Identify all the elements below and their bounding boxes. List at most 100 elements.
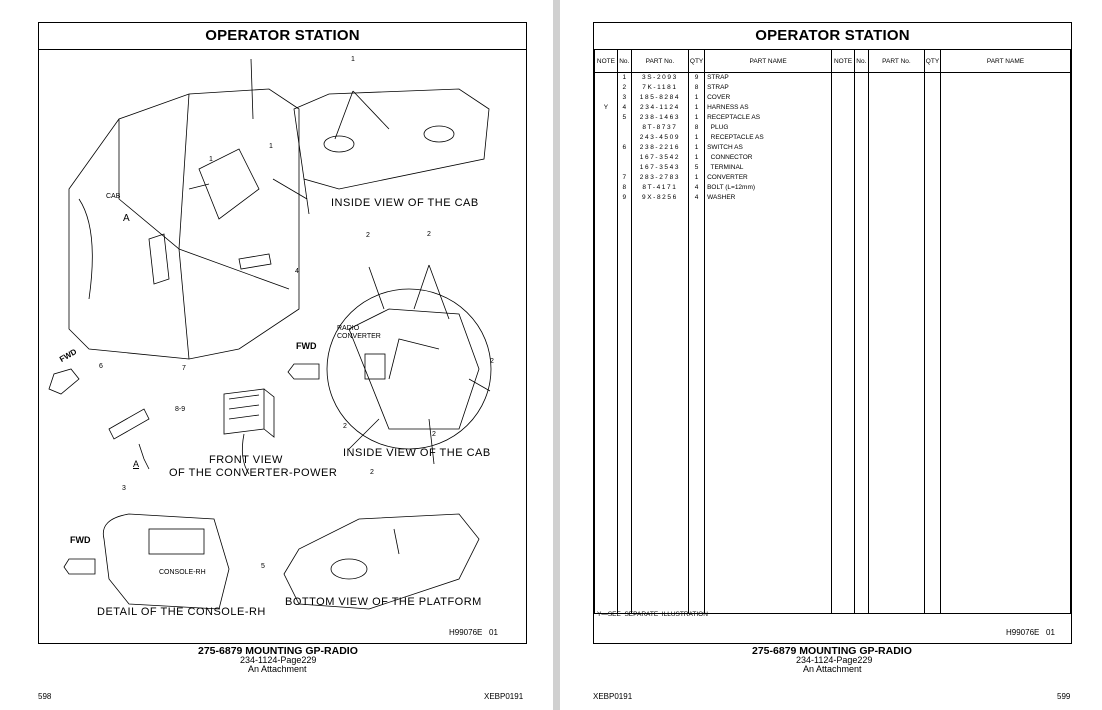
cell-empty bbox=[867, 253, 926, 263]
cell-empty bbox=[831, 523, 855, 533]
cell-qty: 1 bbox=[688, 133, 706, 143]
cell-empty bbox=[867, 223, 926, 233]
cell-no bbox=[616, 123, 632, 133]
cell-empty bbox=[594, 353, 618, 363]
cell-empty bbox=[630, 353, 690, 363]
callout-2a: 2 bbox=[366, 232, 370, 239]
cell-empty bbox=[853, 333, 869, 343]
cell-empty bbox=[630, 393, 690, 403]
cell-empty bbox=[939, 523, 1072, 533]
table-row-empty bbox=[594, 573, 1072, 583]
cell-empty bbox=[616, 223, 632, 233]
cell-empty bbox=[867, 83, 926, 93]
cell-empty bbox=[831, 423, 855, 433]
cell-empty bbox=[630, 523, 690, 533]
cell-empty bbox=[630, 533, 690, 543]
cell-empty bbox=[704, 233, 833, 243]
cell-empty bbox=[853, 533, 869, 543]
cell-empty bbox=[939, 413, 1072, 423]
cell-name: STRAP bbox=[704, 83, 833, 93]
cell-empty bbox=[831, 483, 855, 493]
caption-inside-cab-2: INSIDE VIEW OF THE CAB bbox=[343, 447, 491, 459]
table-row-empty bbox=[594, 603, 1072, 614]
cell-empty bbox=[831, 553, 855, 563]
cell-empty bbox=[867, 603, 926, 614]
cell-empty bbox=[630, 293, 690, 303]
cell-empty bbox=[594, 603, 618, 614]
cell-empty bbox=[939, 603, 1072, 614]
cell-part: 283-2783 bbox=[630, 173, 690, 183]
cab-label: CAB bbox=[106, 193, 121, 200]
cell-name: BOLT (L=12mm) bbox=[704, 183, 833, 193]
col-no-2: No. bbox=[853, 49, 869, 73]
cell-empty bbox=[831, 193, 855, 203]
cell-empty bbox=[594, 443, 618, 453]
cell-empty bbox=[594, 483, 618, 493]
illustration-id: H99076E 01 bbox=[1006, 628, 1055, 637]
cell-empty bbox=[853, 243, 869, 253]
cell-empty bbox=[924, 273, 941, 283]
cell-no: 6 bbox=[616, 143, 632, 153]
cell-empty bbox=[616, 593, 632, 603]
cell-no: 9 bbox=[616, 193, 632, 203]
cell-empty bbox=[688, 523, 706, 533]
cell-empty bbox=[594, 393, 618, 403]
table-row-empty bbox=[594, 483, 1072, 493]
cell-qty: 1 bbox=[688, 113, 706, 123]
cell-qty: 4 bbox=[688, 193, 706, 203]
cell-empty bbox=[630, 383, 690, 393]
cell-empty bbox=[594, 223, 618, 233]
table-row-empty bbox=[594, 303, 1072, 313]
cell-empty bbox=[867, 383, 926, 393]
cell-empty bbox=[688, 353, 706, 363]
cell-empty bbox=[831, 453, 855, 463]
fwd-label-2: FWD bbox=[296, 341, 317, 351]
doc-code: XEBP0191 bbox=[593, 692, 633, 701]
cell-empty bbox=[867, 403, 926, 413]
cell-note: Y bbox=[594, 103, 618, 113]
table-row-empty bbox=[594, 293, 1072, 303]
cell-empty bbox=[704, 483, 833, 493]
cell-empty bbox=[704, 393, 833, 403]
cell-empty bbox=[704, 263, 833, 273]
cell-empty bbox=[867, 153, 926, 163]
cell-empty bbox=[831, 473, 855, 483]
cell-empty bbox=[853, 263, 869, 273]
cell-empty bbox=[831, 103, 855, 113]
cell-empty bbox=[867, 303, 926, 313]
cell-empty bbox=[939, 133, 1072, 143]
footer-sub-1: 234-1124-Page229 bbox=[240, 655, 317, 665]
table-row-empty bbox=[594, 403, 1072, 413]
cell-empty bbox=[616, 383, 632, 393]
cell-empty bbox=[688, 593, 706, 603]
cell-empty bbox=[630, 543, 690, 553]
cell-empty bbox=[594, 453, 618, 463]
cell-empty bbox=[688, 493, 706, 503]
cell-empty bbox=[924, 163, 941, 173]
cell-empty bbox=[831, 333, 855, 343]
cell-empty bbox=[867, 573, 926, 583]
cell-part: 238-1463 bbox=[630, 113, 690, 123]
cell-empty bbox=[630, 573, 690, 583]
cell-empty bbox=[594, 253, 618, 263]
cell-empty bbox=[688, 503, 706, 513]
cell-empty bbox=[853, 323, 869, 333]
cell-empty bbox=[867, 583, 926, 593]
cell-no: 3 bbox=[616, 93, 632, 103]
cell-empty bbox=[853, 233, 869, 243]
cell-empty bbox=[853, 133, 869, 143]
cell-empty bbox=[831, 183, 855, 193]
footer-title: 275-6879 MOUNTING GP-RADIO bbox=[198, 645, 358, 657]
cell-empty bbox=[630, 223, 690, 233]
cell-empty bbox=[924, 583, 941, 593]
cell-empty bbox=[939, 533, 1072, 543]
table-row-empty bbox=[594, 493, 1072, 503]
cell-empty bbox=[867, 463, 926, 473]
cell-empty bbox=[831, 223, 855, 233]
cell-empty bbox=[688, 403, 706, 413]
cell-empty bbox=[630, 443, 690, 453]
cell-qty: 5 bbox=[688, 163, 706, 173]
cell-empty bbox=[630, 453, 690, 463]
cell-empty bbox=[853, 503, 869, 513]
